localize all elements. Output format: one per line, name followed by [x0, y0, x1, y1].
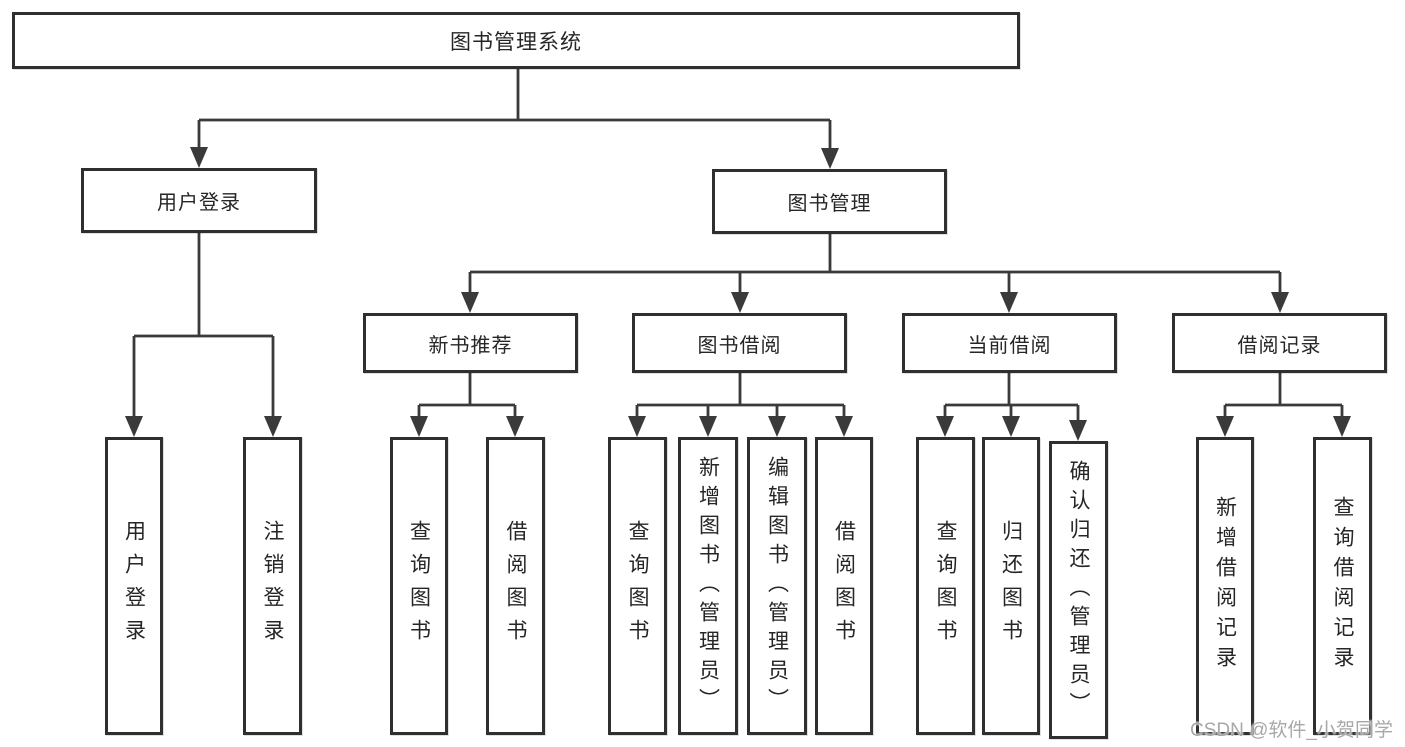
node-label: 图书管理系统 — [450, 30, 582, 54]
node-add-books-admin: 新增图书（管理员） — [678, 437, 738, 735]
node-label: 查询图书 — [934, 520, 957, 652]
node-label: 用户登录 — [157, 192, 241, 214]
node-new-book-recommend: 新书推荐 — [363, 313, 578, 373]
node-label: 新增图书（管理员） — [696, 455, 720, 717]
node-label: 用户登录 — [122, 520, 146, 652]
node-query-books-borrow: 查询图书 — [608, 437, 667, 735]
node-label: 图书借阅 — [697, 334, 782, 357]
node-current-borrowing: 当前借阅 — [902, 313, 1117, 373]
node-label: 借阅图书 — [504, 520, 527, 652]
connector-current-borrow-branch — [943, 373, 1080, 423]
connector-book-management-branch — [468, 234, 1282, 296]
node-label: 查询图书 — [626, 520, 649, 652]
node-label: 借阅图书 — [832, 520, 856, 652]
node-label: 注销登录 — [261, 520, 284, 652]
node-label: 归还图书 — [999, 520, 1023, 652]
node-user-login: 用户登录 — [81, 168, 317, 233]
node-book-borrowing: 图书借阅 — [632, 313, 847, 373]
arrowheads — [125, 147, 1351, 441]
connector-root-branch — [197, 68, 832, 151]
node-label: 确认归还（管理员） — [1067, 459, 1090, 721]
node-user-login-leaf: 用户登录 — [105, 437, 163, 735]
node-borrowing-records: 借阅记录 — [1172, 313, 1387, 373]
node-logout: 注销登录 — [243, 437, 302, 735]
node-edit-books-admin: 编辑图书（管理员） — [747, 437, 807, 735]
node-query-borrow-record: 查询借阅记录 — [1313, 437, 1372, 735]
node-confirm-return-admin: 确认归还（管理员） — [1049, 441, 1108, 739]
node-query-books-newrec: 查询图书 — [390, 437, 448, 735]
node-label: 查询借阅记录 — [1331, 496, 1354, 676]
node-label: 当前借阅 — [967, 334, 1052, 357]
node-label: 图书管理 — [787, 193, 872, 215]
node-return-books: 归还图书 — [982, 437, 1040, 735]
node-add-borrow-record: 新增借阅记录 — [1196, 437, 1254, 735]
node-label: 编辑图书（管理员） — [765, 455, 789, 717]
node-borrow-books-newrec: 借阅图书 — [486, 437, 545, 735]
connector-book-borrow-branch — [635, 373, 846, 419]
node-label: 新增借阅记录 — [1213, 496, 1237, 676]
node-label: 新书推荐 — [428, 334, 513, 357]
node-label: 借阅记录 — [1237, 334, 1322, 357]
node-label: 查询图书 — [407, 520, 431, 652]
connector-user-login-branch — [132, 233, 275, 419]
node-library-system: 图书管理系统 — [12, 12, 1020, 69]
connector-new-book-branch — [417, 373, 517, 419]
node-book-management: 图书管理 — [712, 169, 947, 234]
node-query-books-current: 查询图书 — [916, 437, 975, 735]
connector-borrow-records-branch — [1223, 373, 1344, 419]
node-borrow-books-leaf: 借阅图书 — [815, 437, 873, 735]
